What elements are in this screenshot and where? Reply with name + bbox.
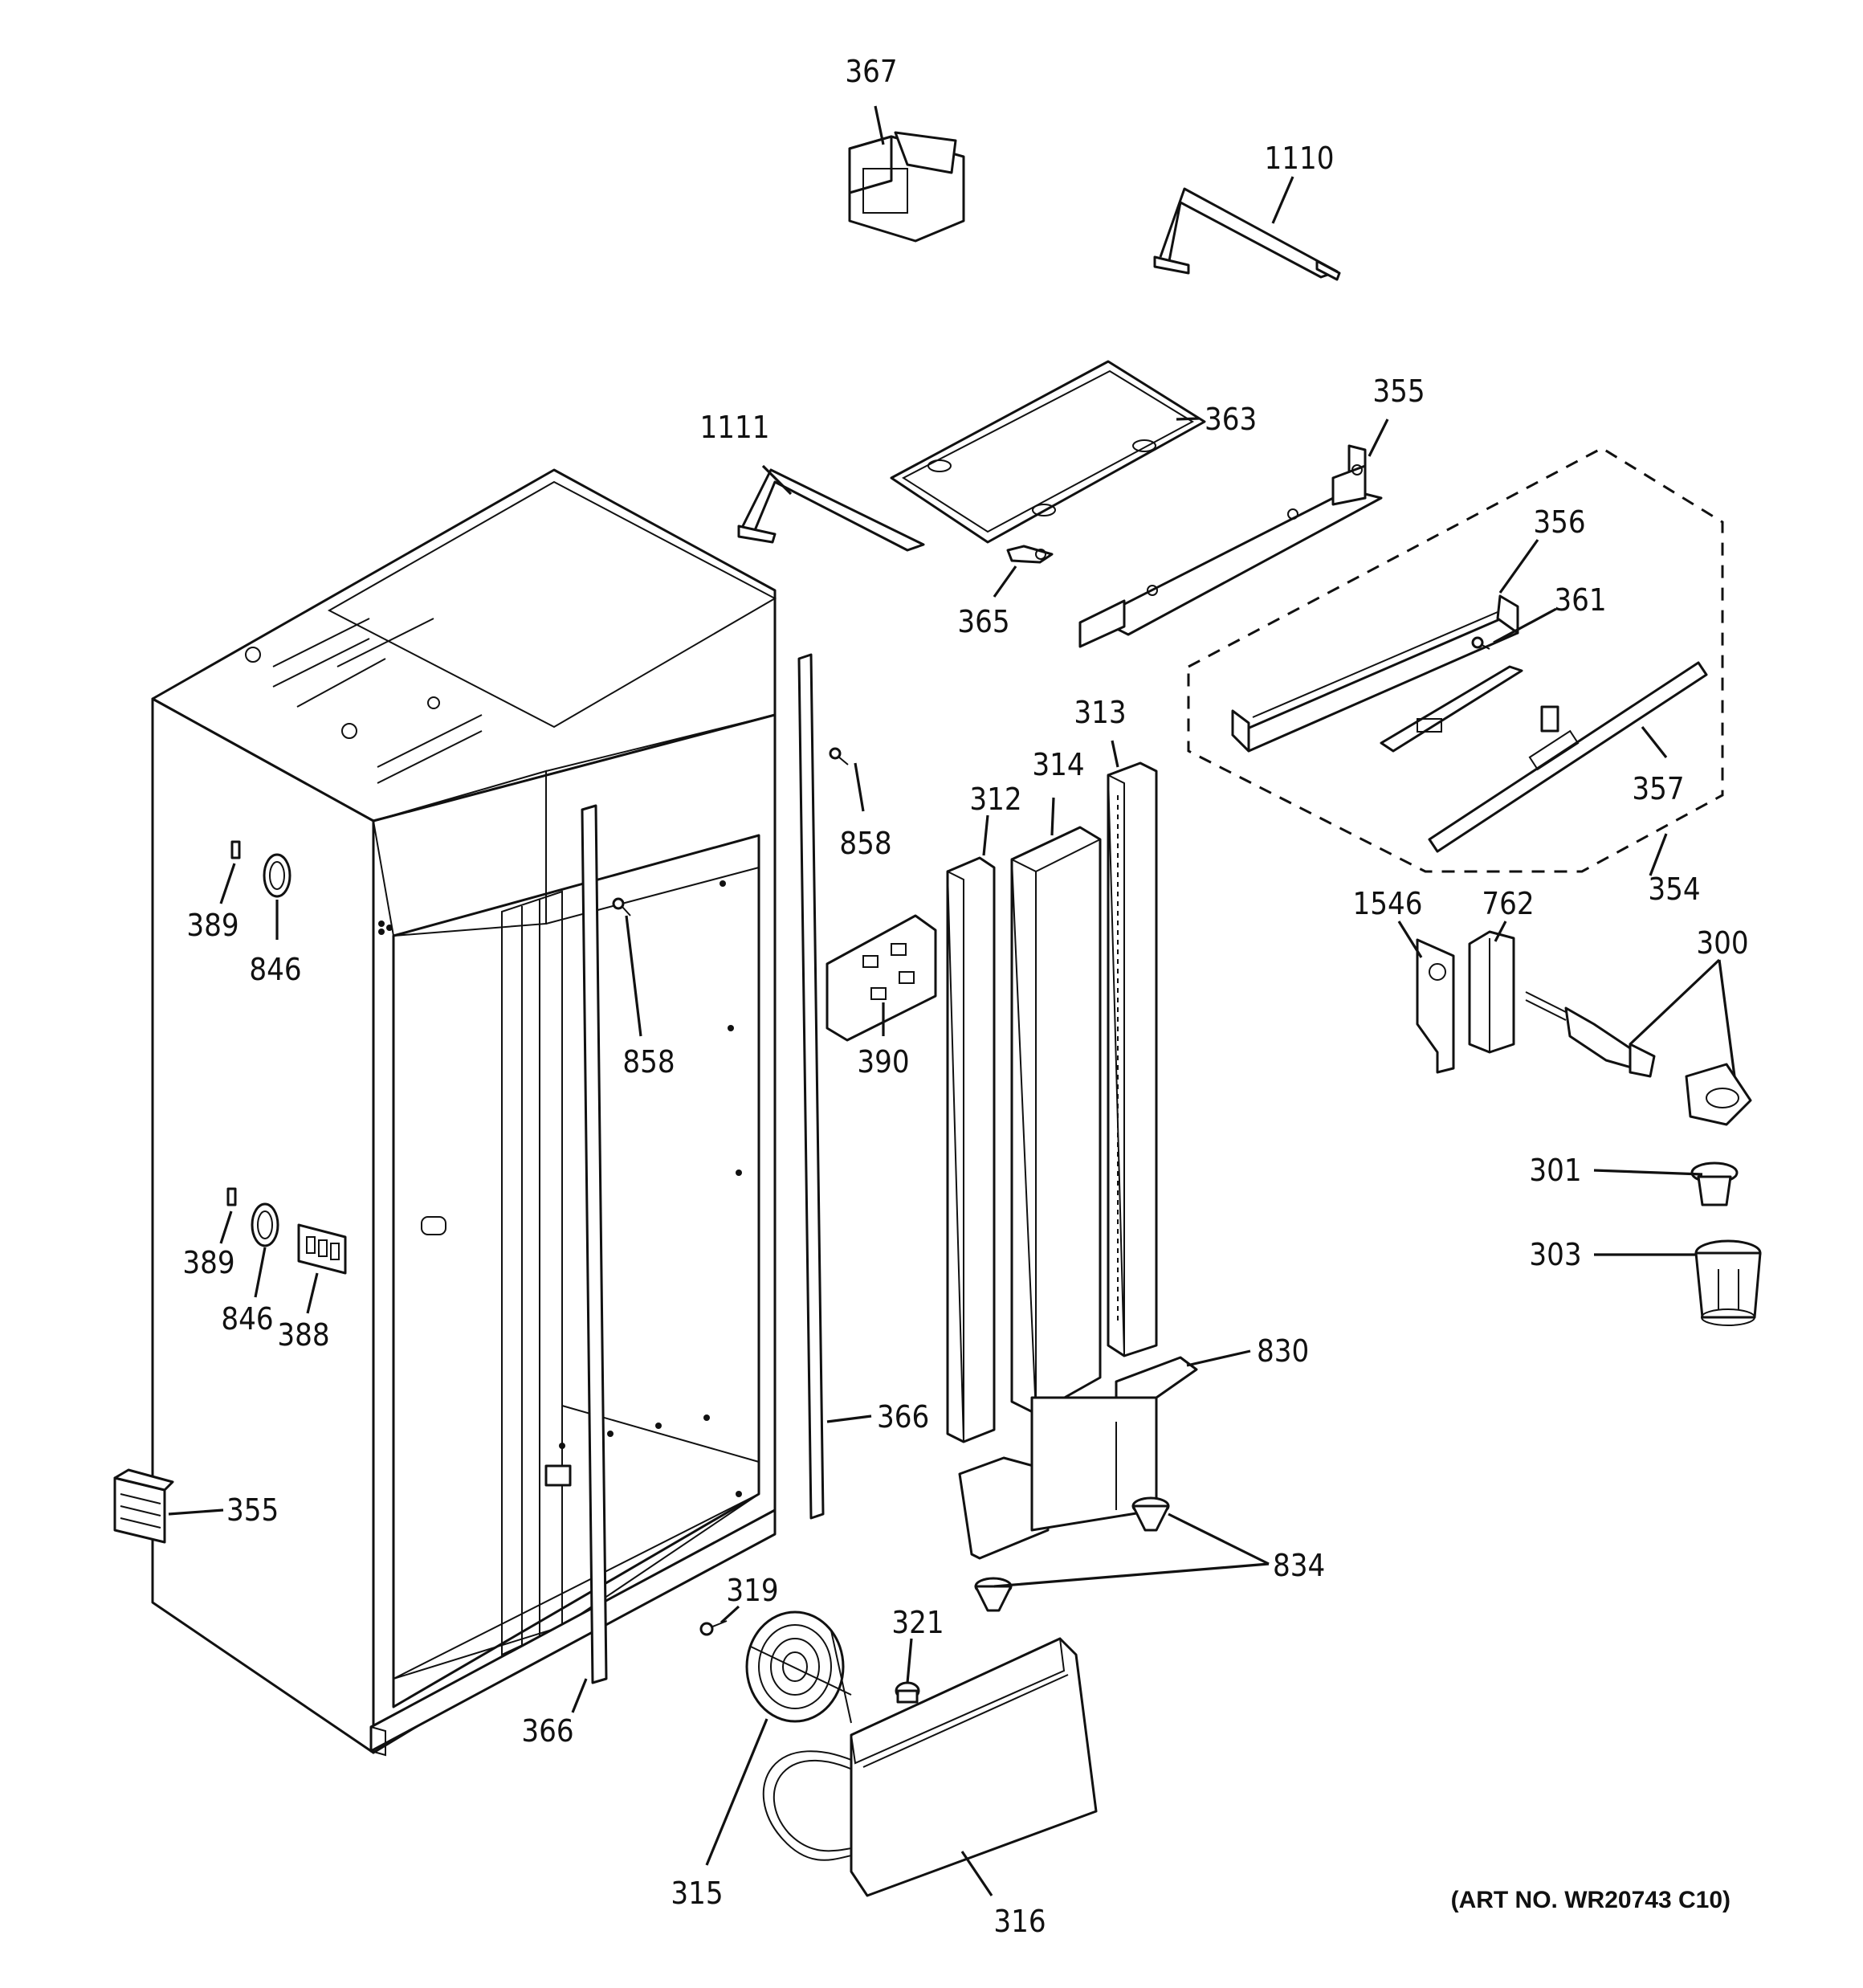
label-303: 303 bbox=[1529, 1237, 1581, 1272]
part-389-pin-lower bbox=[226, 1187, 237, 1206]
label-366-right: 366 bbox=[877, 1399, 929, 1435]
part-363-cover bbox=[890, 360, 1206, 544]
refrigerator-cabinet bbox=[151, 468, 777, 1757]
label-846-lower: 846 bbox=[221, 1301, 273, 1337]
label-357: 357 bbox=[1632, 771, 1684, 806]
part-389-pin-upper bbox=[230, 840, 241, 859]
label-366-bottom: 366 bbox=[521, 1713, 573, 1749]
label-388: 388 bbox=[277, 1317, 329, 1353]
part-300-sensor bbox=[1525, 991, 1752, 1126]
label-858-upper: 858 bbox=[839, 826, 891, 861]
part-366-gasket-front bbox=[581, 804, 608, 1684]
part-313-strip bbox=[1107, 761, 1158, 1357]
part-355-channel bbox=[1078, 444, 1383, 648]
part-388-switch-plate bbox=[297, 1223, 347, 1275]
part-858-screw-upper bbox=[829, 747, 849, 765]
label-858-lower: 858 bbox=[622, 1044, 675, 1080]
part-846-grommet-upper bbox=[263, 853, 291, 898]
part-365-clip bbox=[1006, 545, 1054, 564]
part-1546-bracket bbox=[1416, 938, 1455, 1074]
label-312: 312 bbox=[969, 782, 1021, 817]
label-355-top: 355 bbox=[1372, 374, 1425, 409]
leader-lines bbox=[168, 105, 1736, 1896]
label-834: 834 bbox=[1273, 1548, 1325, 1583]
label-1546: 1546 bbox=[1353, 886, 1423, 921]
label-361: 361 bbox=[1554, 582, 1606, 618]
label-313: 313 bbox=[1074, 695, 1126, 730]
part-312-strip bbox=[946, 856, 996, 1443]
label-830: 830 bbox=[1257, 1333, 1309, 1369]
label-356: 356 bbox=[1533, 504, 1585, 540]
label-354: 354 bbox=[1648, 872, 1700, 907]
label-1110: 1110 bbox=[1265, 141, 1335, 176]
part-321-grommet bbox=[895, 1681, 920, 1704]
part-1110-bracket bbox=[1153, 187, 1341, 281]
part-846-grommet-lower bbox=[251, 1202, 279, 1247]
control-board bbox=[1380, 665, 1523, 753]
part-367-switch-housing bbox=[848, 131, 965, 243]
part-354-control-assembly-outline bbox=[1187, 447, 1724, 873]
label-389-lower: 389 bbox=[182, 1245, 234, 1280]
label-367: 367 bbox=[845, 54, 897, 89]
art-number: (ART NO. WR20743 C10) bbox=[1451, 1887, 1731, 1913]
label-301: 301 bbox=[1529, 1153, 1581, 1188]
part-1111-bracket bbox=[737, 468, 925, 552]
label-321: 321 bbox=[891, 1605, 944, 1640]
part-303-knob bbox=[1694, 1239, 1762, 1326]
label-390: 390 bbox=[857, 1044, 909, 1080]
part-762-block bbox=[1468, 930, 1515, 1054]
part-834-foot-left bbox=[974, 1577, 1013, 1612]
part-357-panel bbox=[1428, 661, 1708, 853]
label-314: 314 bbox=[1032, 747, 1084, 782]
part-834-foot-right bbox=[1131, 1496, 1170, 1532]
part-390-plate bbox=[826, 914, 937, 1042]
label-316: 316 bbox=[993, 1904, 1046, 1939]
part-314-strip bbox=[1010, 826, 1102, 1415]
label-315: 315 bbox=[671, 1876, 723, 1911]
part-319-screw bbox=[699, 1620, 728, 1636]
part-830-mount bbox=[958, 1356, 1198, 1560]
part-858-screw-lower bbox=[612, 897, 631, 916]
part-366-gasket-right bbox=[797, 653, 825, 1520]
label-300: 300 bbox=[1696, 925, 1748, 961]
label-762: 762 bbox=[1482, 886, 1534, 921]
part-316-tube-and-cover bbox=[762, 1637, 1098, 1897]
part-355-grille bbox=[113, 1468, 174, 1544]
part-356-housing bbox=[1231, 594, 1519, 753]
label-319: 319 bbox=[726, 1573, 778, 1608]
label-846-upper: 846 bbox=[249, 952, 301, 987]
part-301-cap bbox=[1690, 1161, 1739, 1206]
label-1111: 1111 bbox=[700, 410, 770, 445]
part-labels: 367 1110 363 1111 355 356 365 361 313 31… bbox=[182, 54, 1748, 1939]
part-315-fan bbox=[745, 1610, 852, 1724]
label-389-upper: 389 bbox=[186, 908, 238, 943]
label-355-bottom: 355 bbox=[226, 1492, 279, 1528]
label-365: 365 bbox=[957, 604, 1009, 639]
label-363: 363 bbox=[1205, 402, 1257, 437]
part-361-screw bbox=[1471, 636, 1490, 650]
cabinet-rivets bbox=[378, 880, 742, 1497]
